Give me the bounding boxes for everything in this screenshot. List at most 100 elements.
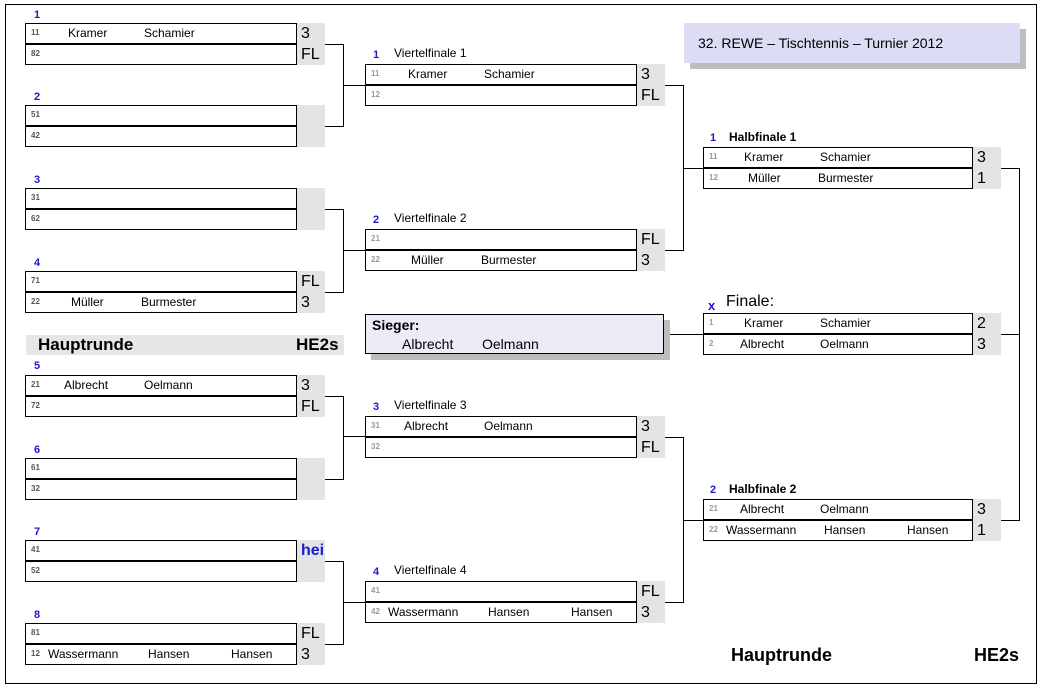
category-label: HE2s — [296, 335, 339, 354]
seed: 42 — [31, 131, 40, 140]
player-name: Albrecht — [740, 502, 785, 516]
player-name: Albrecht — [404, 419, 449, 433]
round-label: Finale: — [726, 293, 775, 310]
player-name: Schamier — [820, 316, 871, 330]
seed: 11 — [371, 69, 380, 78]
bracket-line — [343, 602, 365, 603]
player-name: Oelmann — [820, 337, 869, 351]
bracket-line — [683, 168, 703, 169]
seed: 32 — [371, 442, 380, 451]
bracket-line — [325, 644, 344, 645]
bracket-line — [665, 85, 684, 86]
match-number: 6 — [34, 444, 41, 456]
player-name: Burmester — [141, 295, 197, 309]
seed: 11 — [31, 28, 40, 37]
score: 2 — [973, 313, 1001, 334]
match-number: 8 — [34, 609, 41, 621]
slot: 22 Müller Burmester — [25, 292, 297, 313]
bracket-line — [343, 209, 344, 293]
slot: 52 — [25, 561, 297, 582]
player-name: Schamier — [144, 26, 195, 40]
score: 3 — [637, 416, 665, 437]
player-name: Hansen — [488, 605, 530, 619]
seed: 61 — [31, 463, 40, 472]
slot: 11 Kramer Schamier — [703, 147, 973, 168]
slot: 31 — [25, 188, 297, 209]
bracket-line — [325, 561, 344, 562]
slot: 21 Albrecht Oelmann — [703, 499, 973, 520]
player-name: Schamier — [820, 150, 871, 164]
winner-name: Oelmann — [482, 336, 539, 352]
sheet-frame — [5, 4, 1037, 684]
bracket-line — [325, 479, 344, 480]
seed: 21 — [371, 234, 380, 243]
player-name: Wassermann — [388, 605, 459, 619]
seed: 72 — [31, 401, 40, 410]
score — [297, 188, 325, 209]
slot: 22 Wassermann Hansen Hansen — [703, 520, 973, 541]
slot: 51 — [25, 105, 297, 126]
slot: 71 — [25, 271, 297, 292]
seed: 12 — [371, 90, 380, 99]
bracket-line — [683, 520, 703, 521]
match-number: 4 — [373, 566, 380, 578]
slot: 12 Müller Burmester — [703, 168, 973, 189]
bracket-line — [1001, 168, 1020, 169]
seed: 41 — [31, 545, 40, 554]
seed: 52 — [31, 566, 40, 575]
slot: 42 — [25, 126, 297, 147]
match-number: 4 — [34, 257, 41, 269]
seed: 82 — [31, 49, 40, 58]
player-name: Hansen — [824, 523, 866, 537]
winner-box: Sieger: Albrecht Oelmann — [365, 314, 664, 354]
round-label: Viertelfinale 1 — [394, 46, 467, 60]
match-number: x — [708, 298, 716, 313]
player-name: Müller — [71, 295, 104, 309]
match-number: 5 — [34, 360, 41, 372]
seed: 31 — [371, 421, 380, 430]
hauptrunde-bar: Hauptrunde HE2s — [26, 335, 344, 355]
slot: 22 Müller Burmester — [365, 250, 637, 271]
slot: 82 — [25, 44, 297, 65]
slot: 12 Wassermann Hansen Hansen — [25, 644, 297, 665]
score: 3 — [973, 499, 1001, 520]
bracket-line — [343, 396, 344, 480]
score: FL — [637, 229, 665, 250]
player-name: Schamier — [484, 67, 535, 81]
player-name: Hansen — [571, 605, 613, 619]
score: 3 — [297, 23, 325, 44]
player-name: Burmester — [818, 171, 874, 185]
slot: 61 — [25, 458, 297, 479]
bracket-line — [1001, 520, 1020, 521]
seed: 31 — [31, 193, 40, 202]
player-name: Müller — [748, 171, 781, 185]
score — [297, 458, 325, 479]
player-name: Hansen — [231, 647, 273, 661]
player-name: Wassermann — [726, 523, 797, 537]
round-label: Viertelfinale 4 — [394, 563, 467, 577]
winner-name: Albrecht — [402, 336, 454, 352]
winner-label: Sieger: — [372, 317, 420, 333]
player-name: Burmester — [481, 253, 537, 267]
player-name: Albrecht — [64, 378, 109, 392]
score — [297, 209, 325, 230]
seed: 51 — [31, 110, 40, 119]
score: 3 — [637, 602, 665, 623]
bracket-line — [325, 44, 344, 45]
round-label: Halbfinale 1 — [729, 130, 797, 144]
score — [297, 479, 325, 500]
slot: 31 Albrecht Oelmann — [365, 416, 637, 437]
footer-category: HE2s — [974, 645, 1020, 665]
slot: 42 Wassermann Hansen Hansen — [365, 602, 637, 623]
player-name: Albrecht — [740, 337, 785, 351]
score — [297, 561, 325, 582]
bracket-line — [343, 561, 344, 645]
score: 1 — [973, 520, 1001, 541]
score: FL — [637, 85, 665, 106]
score: FL — [637, 437, 665, 458]
seed: 12 — [31, 649, 40, 658]
player-name: Wassermann — [48, 647, 119, 661]
match-number: 3 — [373, 401, 380, 413]
seed: 1 — [709, 318, 714, 327]
player-name: Kramer — [68, 26, 108, 40]
